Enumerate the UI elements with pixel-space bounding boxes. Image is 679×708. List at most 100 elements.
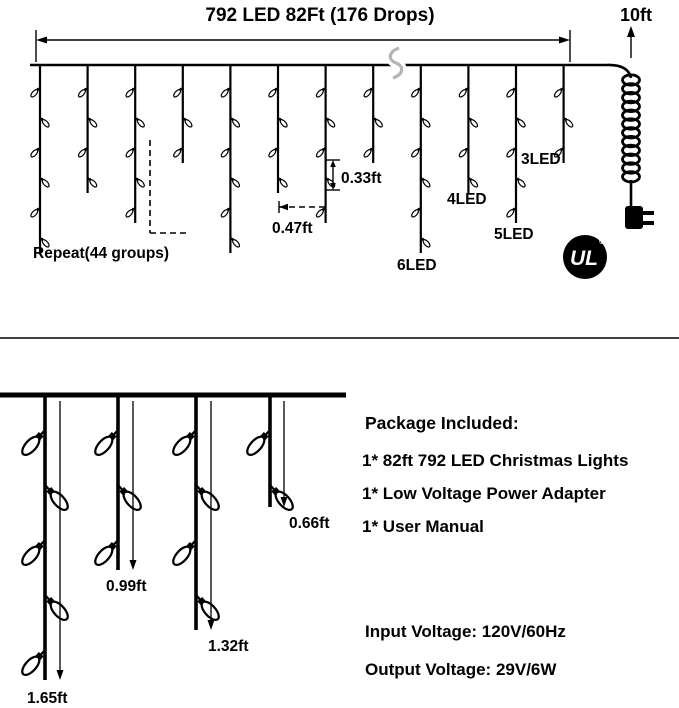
led-bulb-icon bbox=[39, 236, 50, 248]
led-bulb-icon bbox=[563, 116, 574, 128]
length-dimension bbox=[35, 30, 571, 62]
ul-logo-text: UL bbox=[570, 247, 598, 270]
drop-length-label: 0.66ft bbox=[289, 515, 330, 532]
led-bulb-icon bbox=[277, 176, 288, 188]
led-bulb-icon bbox=[458, 146, 469, 158]
light-drop bbox=[173, 65, 193, 163]
height-arrow bbox=[627, 26, 635, 58]
led-count-label-3: 3LED bbox=[521, 151, 561, 168]
led-bulb-icon bbox=[420, 176, 431, 188]
light-drop-closeup bbox=[21, 395, 69, 680]
led-bulb-icon bbox=[30, 146, 41, 158]
package-heading: Package Included: bbox=[365, 413, 519, 433]
led-bulb-icon bbox=[94, 429, 119, 457]
led-bulb-icon bbox=[87, 176, 98, 188]
down-arrow-icon bbox=[207, 620, 215, 630]
top-diagram: 792 LED 82Ft (176 Drops) 10ft bbox=[0, 5, 679, 339]
drop-length-label: 1.32ft bbox=[208, 638, 249, 655]
registered-mark: ® bbox=[599, 236, 606, 246]
led-bulb-icon bbox=[182, 116, 193, 128]
led-count-label-5: 5LED bbox=[494, 226, 534, 243]
down-arrow-icon bbox=[129, 560, 137, 570]
down-arrow-icon bbox=[56, 670, 64, 680]
led-bulb-icon bbox=[315, 206, 327, 218]
led-bulb-icon bbox=[195, 594, 220, 622]
led-bulb-icon bbox=[173, 146, 184, 158]
light-drop bbox=[30, 65, 50, 253]
package-item: 1* 82ft 792 LED Christmas Lights bbox=[362, 451, 629, 470]
package-item: 1* Low Voltage Power Adapter bbox=[362, 484, 606, 503]
input-voltage: Input Voltage: 120V/60Hz bbox=[365, 622, 566, 641]
led-bulb-icon bbox=[220, 146, 231, 158]
package-item: 1* User Manual bbox=[362, 517, 484, 536]
led-bulb-icon bbox=[39, 176, 50, 188]
light-drop bbox=[506, 65, 526, 223]
light-drop-closeup bbox=[94, 395, 142, 570]
led-bulb-icon bbox=[30, 86, 41, 98]
led-bulb-icon bbox=[315, 86, 327, 98]
light-drop bbox=[315, 65, 336, 223]
light-drop bbox=[268, 65, 288, 193]
led-bulb-icon bbox=[172, 429, 197, 457]
down-arrow-icon bbox=[280, 497, 288, 507]
led-bulb-icon bbox=[363, 86, 374, 98]
light-drop bbox=[220, 65, 241, 253]
led-bulb-icon bbox=[44, 594, 69, 622]
drop-spacing-dimension bbox=[278, 201, 325, 213]
led-bulb-icon bbox=[229, 116, 241, 128]
led-spacing-dimension bbox=[326, 159, 340, 191]
led-spacing-label: 0.33ft bbox=[341, 170, 382, 187]
led-bulb-icon bbox=[173, 86, 184, 98]
led-bulb-icon bbox=[77, 86, 89, 98]
led-bulb-icon bbox=[172, 539, 197, 567]
led-bulb-icon bbox=[229, 236, 241, 248]
power-plug-icon bbox=[625, 206, 654, 229]
light-drop bbox=[458, 65, 479, 193]
light-drop bbox=[77, 65, 98, 193]
led-bulb-icon bbox=[246, 429, 271, 457]
led-bulb-icon bbox=[372, 116, 383, 128]
led-bulb-icon bbox=[30, 206, 41, 218]
light-drop bbox=[363, 65, 383, 163]
led-bulb-icon bbox=[21, 429, 46, 457]
led-bulb-icon bbox=[220, 206, 231, 218]
led-bulb-icon bbox=[44, 484, 69, 512]
height-label: 10ft bbox=[620, 5, 652, 25]
led-bulb-icon bbox=[21, 649, 46, 677]
light-drop bbox=[411, 65, 431, 253]
led-bulb-icon bbox=[39, 116, 50, 128]
bottom-diagram: 1.65ft 0.99ft 1.32ft 0.66ft bbox=[0, 392, 346, 707]
led-bulb-icon bbox=[268, 86, 279, 98]
led-bulb-icon bbox=[125, 146, 136, 158]
light-drop bbox=[553, 65, 574, 163]
led-bulb-icon bbox=[363, 146, 374, 158]
led-bulb-icon bbox=[220, 86, 231, 98]
led-bulb-icon bbox=[553, 146, 565, 158]
led-bulb-icon bbox=[125, 86, 136, 98]
led-bulb-icon bbox=[467, 116, 479, 128]
light-drop bbox=[125, 65, 145, 223]
drop-length-label: 1.65ft bbox=[27, 690, 68, 707]
led-bulb-icon bbox=[411, 146, 422, 158]
led-bulb-icon bbox=[268, 146, 279, 158]
led-bulb-icon bbox=[325, 116, 336, 128]
led-bulb-icon bbox=[515, 176, 526, 188]
top-drops bbox=[30, 65, 574, 253]
led-bulb-icon bbox=[411, 86, 422, 98]
repeat-group-marker bbox=[149, 140, 186, 234]
ul-logo: UL ® bbox=[563, 235, 607, 279]
led-bulb-icon bbox=[134, 116, 145, 128]
led-bulb-icon bbox=[420, 116, 431, 128]
led-bulb-icon bbox=[21, 539, 46, 567]
led-bulb-icon bbox=[458, 86, 469, 98]
led-bulb-icon bbox=[87, 116, 98, 128]
led-bulb-icon bbox=[506, 86, 517, 98]
led-bulb-icon bbox=[467, 176, 479, 188]
led-bulb-icon bbox=[420, 236, 431, 248]
diagram-title: 792 LED 82Ft (176 Drops) bbox=[205, 5, 434, 26]
wire-break-icon bbox=[385, 43, 407, 83]
output-voltage: Output Voltage: 29V/6W bbox=[365, 660, 557, 679]
led-bulb-icon bbox=[195, 484, 220, 512]
